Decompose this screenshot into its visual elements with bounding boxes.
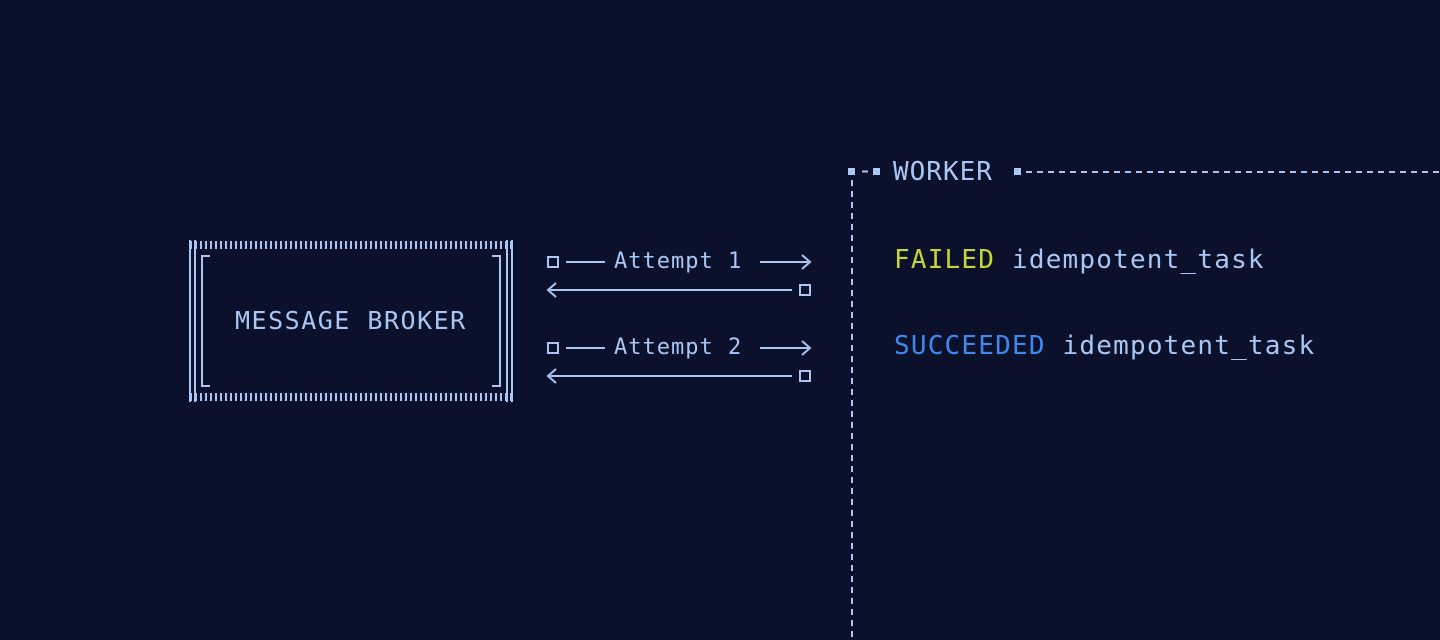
attempt-1-request-arrow — [547, 254, 812, 270]
task-name: idempotent_task — [1062, 331, 1316, 361]
worker-task-row: FAILED idempotent_task — [894, 247, 1265, 273]
attempt-2-response-arrow — [546, 368, 811, 384]
attempt-1-response-arrow — [546, 282, 811, 298]
attempt-2-label: Attempt 2 — [612, 335, 745, 360]
broker-label: MESSAGE BROKER — [235, 306, 467, 335]
task-name: idempotent_task — [1011, 245, 1265, 275]
worker-title: WORKER — [893, 157, 993, 187]
attempt-1-label: Attempt 1 — [612, 249, 745, 274]
worker-frame — [848, 168, 1440, 640]
worker-task-row: SUCCEEDED idempotent_task — [894, 333, 1315, 359]
status-failed: FAILED — [894, 245, 996, 275]
broker-box — [189, 240, 513, 402]
status-succeeded: SUCCEEDED — [894, 331, 1046, 361]
attempt-2-request-arrow — [547, 340, 812, 356]
